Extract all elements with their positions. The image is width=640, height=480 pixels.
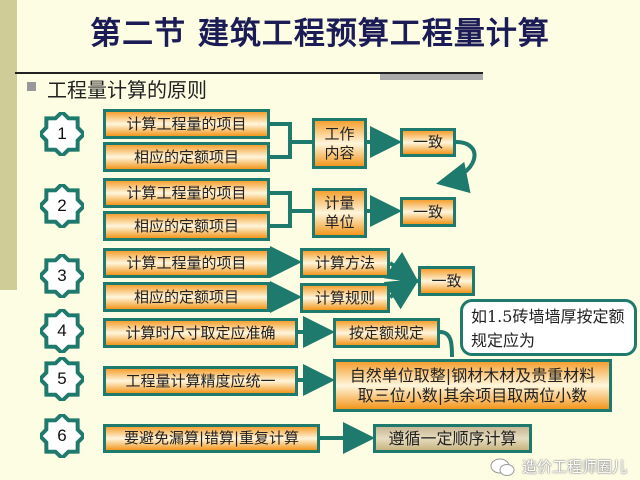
step-number-badge: 2 (37, 181, 87, 231)
row6-item: 要避免漏算|错算|重复计算 (103, 424, 320, 453)
row4-result: 按定额规定 (333, 318, 440, 348)
row2-mid: 计量单位 (312, 188, 367, 238)
step-number-badge: 1 (37, 109, 87, 159)
step-number: 5 (57, 369, 67, 388)
row6-result: 遵循一定顺序计算 (373, 424, 532, 453)
bullet-icon (27, 82, 36, 91)
watermark: 造价工程师圈儿 (490, 457, 627, 477)
row1-item-b: 相应的定额项目 (103, 142, 270, 172)
divider-bar (380, 74, 483, 80)
step-number-badge: 6 (37, 411, 87, 461)
row1-mid: 工作内容 (312, 118, 367, 169)
row1-result: 一致 (400, 128, 456, 157)
row2-result: 一致 (400, 197, 456, 227)
row3-mid-b: 计算规则 (300, 283, 390, 313)
step-number: 3 (57, 266, 67, 285)
row3-result: 一致 (418, 266, 475, 296)
step-number-badge: 4 (37, 306, 87, 356)
row5-item: 工程量计算精度应统一 (103, 366, 298, 396)
step-number-badge: 3 (37, 251, 87, 301)
row3-item-a: 计算工程量的项目 (103, 248, 270, 278)
step-number-badge: 5 (37, 354, 87, 404)
page-title: 第二节 建筑工程预算工程量计算 (90, 16, 550, 52)
divider (15, 72, 483, 74)
side-band (0, 0, 17, 290)
row5-result: 自然单位取整|钢材木材及贵重材料取三位小数|其余项目取两位小数 (333, 359, 612, 412)
step-number: 4 (57, 321, 67, 340)
row3-item-b: 相应的定额项目 (103, 282, 270, 312)
watermark-text: 造价工程师圈儿 (522, 458, 628, 476)
callout-note: 如1.5砖墙墙厚按定额规定应为 (460, 299, 637, 356)
wechat-icon (490, 458, 515, 476)
step-number: 6 (57, 426, 67, 445)
step-number: 1 (57, 124, 67, 143)
row2-item-b: 相应的定额项目 (103, 211, 270, 241)
row3-mid-a: 计算方法 (300, 248, 390, 278)
row1-item-a: 计算工程量的项目 (103, 109, 270, 139)
section-heading: 工程量计算的原则 (47, 78, 207, 102)
row4-item: 计算时尺寸取定应准确 (103, 318, 298, 348)
step-number: 2 (57, 196, 67, 215)
row2-item-a: 计算工程量的项目 (103, 178, 270, 208)
